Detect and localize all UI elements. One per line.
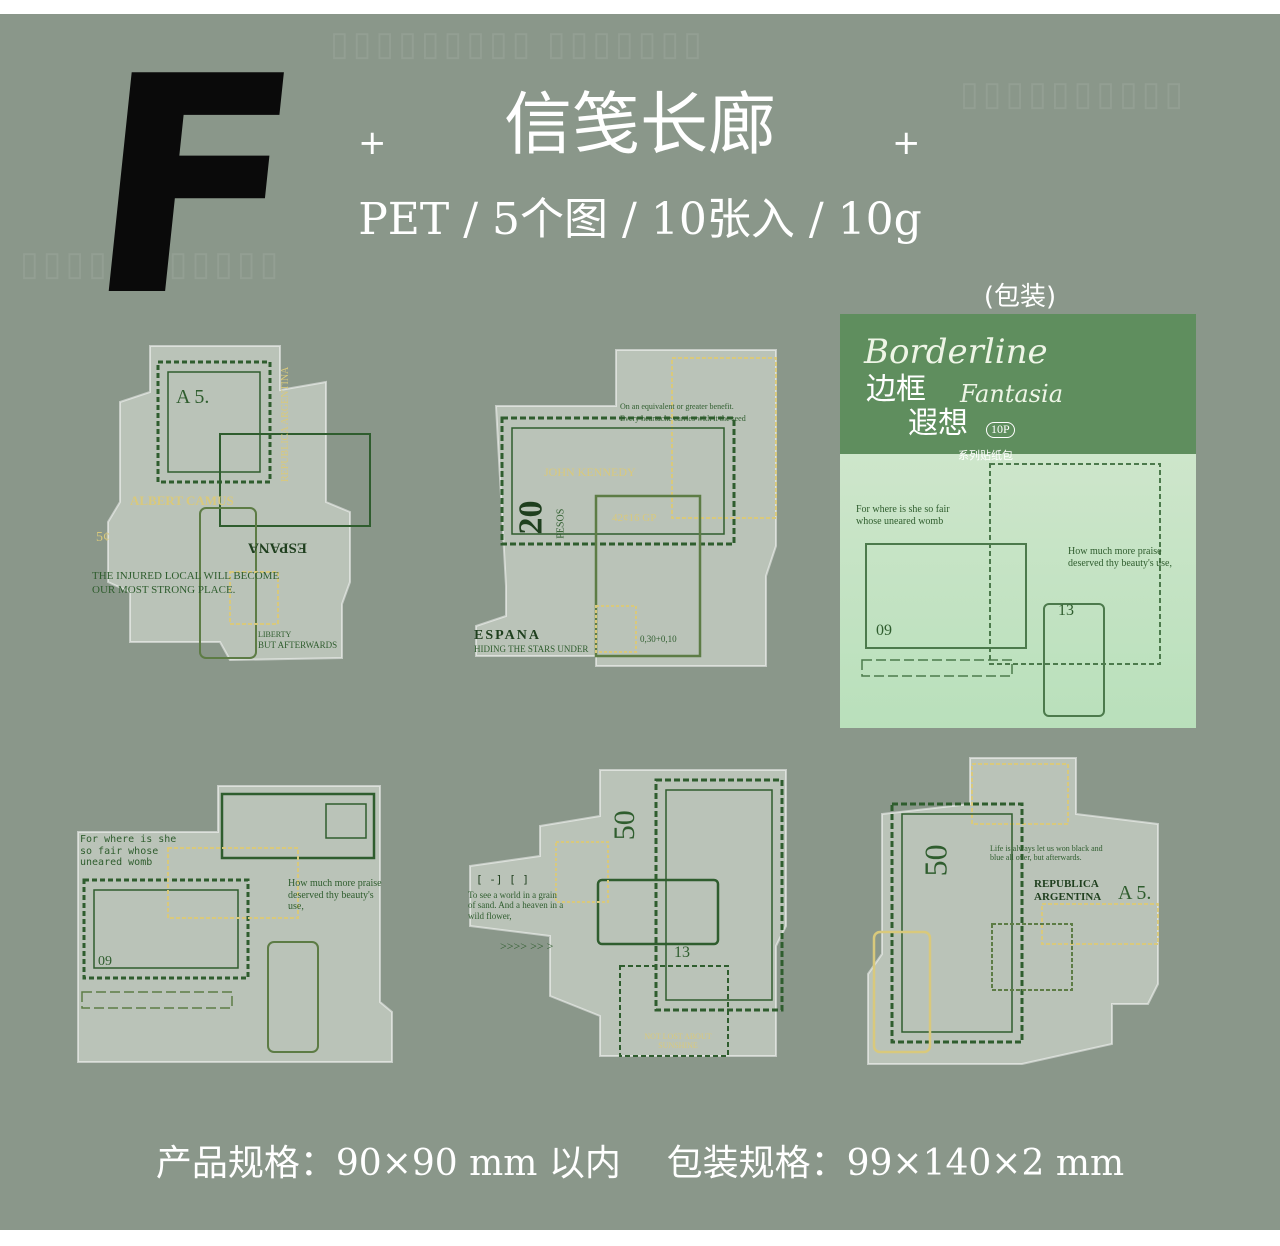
sticker-2-quote1: On an equivalent or greater benefit. xyxy=(620,402,734,411)
package-header xyxy=(840,314,1196,454)
sticker-5-life: Life is always let us won black and blue… xyxy=(990,844,1103,863)
sticker-4-notlost: NOT LOST ABOUT SUNSHINE xyxy=(644,1032,712,1051)
sticker-2-espana: ESPANA xyxy=(474,628,541,643)
sticker-2-shape xyxy=(475,349,777,667)
sticker-1-liberty: LIBERTY xyxy=(258,630,292,639)
package-cn-1: 边框 xyxy=(866,372,926,407)
sticker-2-num20: 20 xyxy=(512,500,550,535)
plus-icon: + xyxy=(892,123,921,163)
sticker-1-a5: A 5. xyxy=(176,386,210,408)
package-label: (包装) xyxy=(983,282,1057,312)
sticker-2: On an equivalent or greater benefit. Eve… xyxy=(466,346,786,676)
sticker-5-republica: REPUBLICA ARGENTINA xyxy=(1034,878,1102,903)
sticker-1-camus: ALBERT CAMUS xyxy=(130,493,234,508)
background-texture: ▯▯▯▯▯▯▯▯▯ ▯▯▯▯▯▯▯ xyxy=(330,26,706,63)
product-panel: ▯▯▯▯▯▯▯▯▯ ▯▯▯▯▯▯▯ ▯▯▯▯▯▯▯▯▯▯ ▯▯▯▯▯▯ ▯▯▯▯… xyxy=(0,14,1280,1230)
package-script-1: Borderline xyxy=(864,332,1048,372)
package-script-2: Fantasia xyxy=(960,380,1064,408)
sticker-3-num-09: 09 xyxy=(98,954,112,969)
package-cn-2: 遐想 xyxy=(908,406,968,441)
sticker-2-kennedy: JOHN KENNEDY xyxy=(544,465,636,479)
package-text-2: How much more praise deserved thy beauty… xyxy=(1068,546,1172,569)
sticker-1-after: BUT AFTERWARDS xyxy=(258,640,338,650)
package-badge: 10P xyxy=(986,422,1015,438)
sticker-3-shape xyxy=(77,785,393,1063)
sticker-4-bracket: [ -] [ ] xyxy=(476,873,529,886)
product-subtitle: PET / 5个图 / 10张入 / 10g xyxy=(358,194,922,245)
series-letter: F xyxy=(73,14,316,362)
sticker-package: Borderline Fantasia 边框 遐想 10P 系列贴纸包 For … xyxy=(840,314,1196,728)
sticker-1: A 5. ALBERT CAMUS ESPANA 5¢ THE INJURED … xyxy=(80,342,380,672)
sticker-1-espana: ESPANA xyxy=(248,539,307,556)
sticker-2-price: 0,30+0,10 xyxy=(640,634,677,644)
sticker-2-pesos: PESOS xyxy=(555,508,567,539)
package-artwork xyxy=(861,463,1161,717)
background-texture: ▯▯▯▯▯▯▯▯▯▯ xyxy=(960,76,1188,113)
sticker-1-shape xyxy=(107,345,371,662)
sticker-1-num: 5¢ xyxy=(96,530,110,545)
sticker-5-shape xyxy=(867,757,1159,1065)
package-num-09: 09 xyxy=(876,622,892,639)
sticker-4-arrows: >>>> >> > xyxy=(500,939,554,953)
sticker-1-line2: OUR MOST STRONG PLACE. xyxy=(92,584,236,596)
product-title: 信笺长廊 xyxy=(503,86,776,165)
sticker-4: 50 [ -] [ ] To see a world in a grain of… xyxy=(460,766,792,1066)
sticker-5-fifty: 50 xyxy=(917,844,954,877)
sticker-4-num13: 13 xyxy=(674,944,690,961)
sticker-1-line1: THE INJURED LOCAL WILL BECOME xyxy=(92,570,280,582)
product-spec: 产品规格：90×90 mm 以内 包装规格：99×140×2 mm xyxy=(155,1143,1125,1184)
sticker-1-republica: REPUBLICA ARGENTINA xyxy=(280,366,291,482)
sticker-3-text-1: For where is she so fair whose uneared w… xyxy=(80,834,177,868)
background-texture: ▯▯▯▯▯▯ ▯▯▯▯▯ xyxy=(20,246,283,283)
sticker-2-hiding: HIDING THE STARS UNDER xyxy=(474,644,589,654)
package-num-13: 13 xyxy=(1058,602,1074,619)
package-text-1: For where is she so fair whose uneared w… xyxy=(856,504,950,527)
sticker-3-text-2: How much more praise deserved thy beauty… xyxy=(288,878,382,912)
sticker-5-a5: A 5. xyxy=(1118,882,1152,904)
sticker-4-fifty: 50 xyxy=(607,810,641,841)
package-series: 系列贴纸包 xyxy=(958,450,1013,462)
sticker-2-gp: 42¢16 GP xyxy=(612,512,657,524)
sticker-5: 50 Life is always let us won black and b… xyxy=(862,754,1172,1074)
sticker-4-world: To see a world in a grain of sand. And a… xyxy=(468,890,564,921)
sticker-3: For where is she so fair whose uneared w… xyxy=(68,782,398,1072)
sticker-2-quote2: Every heartache carries with it the seed xyxy=(620,414,746,423)
plus-icon: + xyxy=(358,123,387,163)
sticker-4-shape xyxy=(469,769,787,1057)
